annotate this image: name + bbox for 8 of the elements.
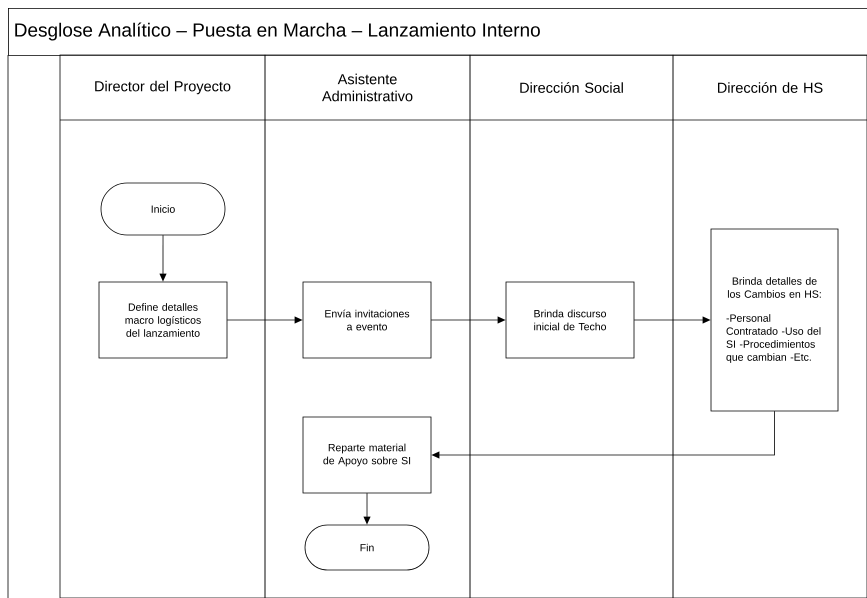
process-box: Envía invitaciones a evento	[302, 282, 432, 358]
process-box: Brinda detalles de los Cambios en HS: -Personal Contratado -Uso del SI -Procedimientos que cambian -Etc.	[710, 228, 838, 412]
process-box: Define detalles macro logísticos del lanzamiento	[98, 282, 228, 358]
terminator: Inicio	[100, 182, 226, 236]
title: Desglose Analítico – Puesta en Marcha – Lanzamiento Interno	[15, 22, 540, 40]
process-box: Brinda discurso inicial de Techo	[506, 282, 634, 358]
terminator: Fin	[304, 524, 430, 570]
process-box: Reparte material de Apoyo sobre SI	[302, 416, 432, 494]
